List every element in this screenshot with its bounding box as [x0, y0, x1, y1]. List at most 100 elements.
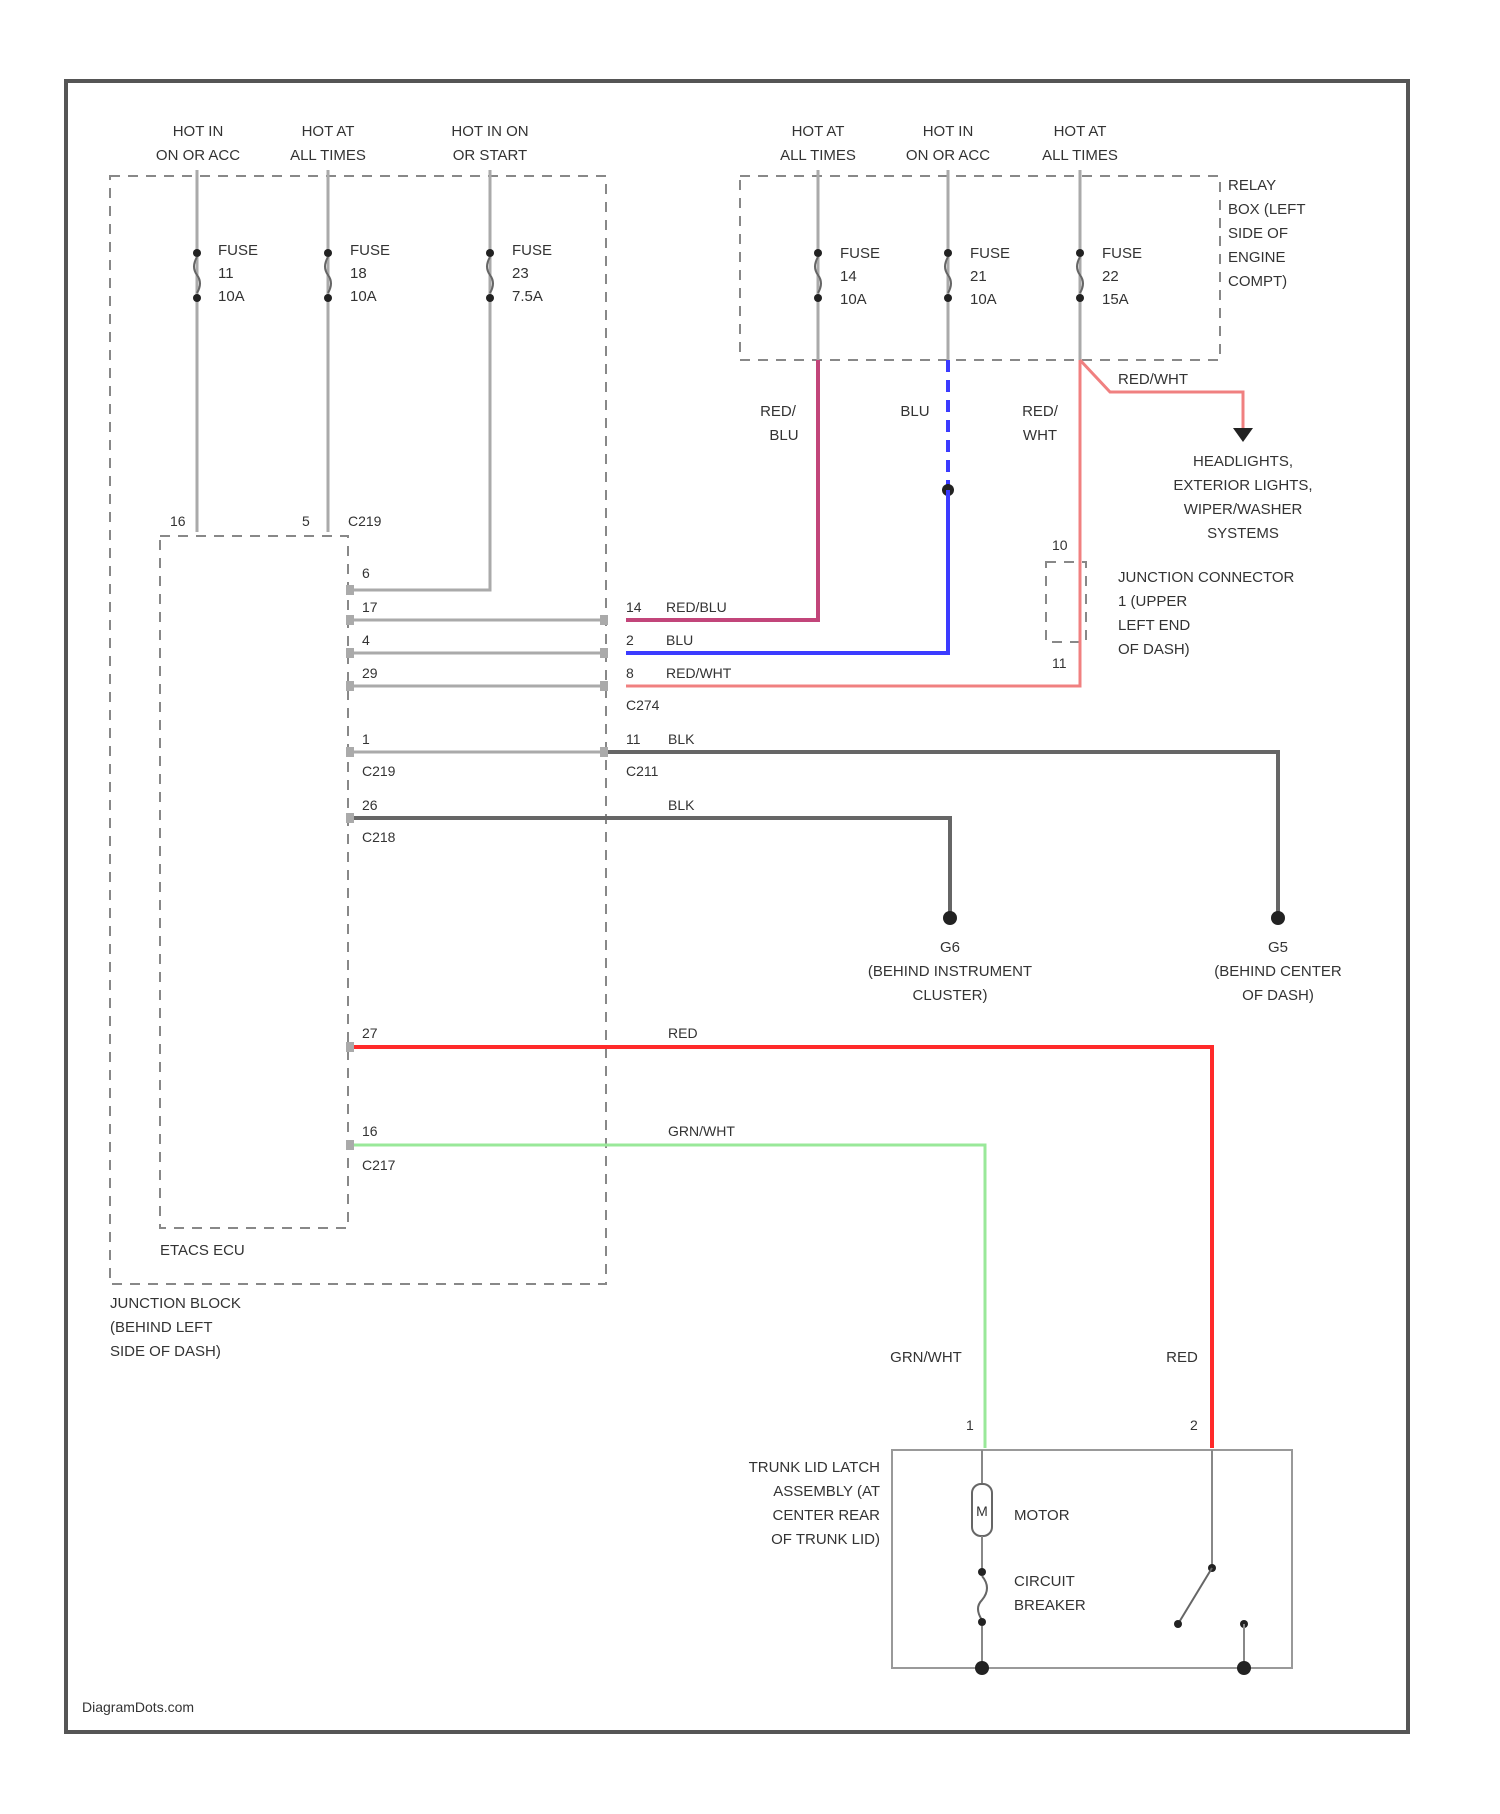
jb-connector-c211: C211 [626, 763, 659, 779]
wire-red-wht [626, 360, 1080, 686]
watermark: DiagramDots.com [82, 1699, 194, 1715]
svg-text:OR START: OR START [453, 147, 527, 164]
trunk-node-2 [1237, 1661, 1251, 1675]
ecu-pin-29: 29 [362, 665, 378, 681]
fuse-22-label: FUSE 22 15A [1102, 245, 1142, 308]
label-red-v: RED [1166, 1349, 1198, 1366]
svg-text:14: 14 [840, 268, 857, 285]
svg-text:SYSTEMS: SYSTEMS [1207, 525, 1279, 542]
fuse-11-icon [193, 249, 201, 302]
svg-text:HEADLIGHTS,: HEADLIGHTS, [1193, 453, 1293, 470]
svg-text:10A: 10A [970, 291, 997, 308]
svg-text:22: 22 [1102, 268, 1119, 285]
svg-text:FUSE: FUSE [970, 245, 1010, 262]
svg-text:ON OR ACC: ON OR ACC [906, 147, 990, 164]
headlights-label: HEADLIGHTS, EXTERIOR LIGHTS, WIPER/WASHE… [1173, 453, 1312, 542]
supply-left-3: HOT IN ON OR START [451, 123, 528, 164]
svg-text:WHT: WHT [1023, 427, 1057, 444]
etacs-ecu-box [160, 536, 348, 1228]
arrow-headlights-icon [1233, 428, 1253, 442]
junction-block-label: JUNCTION BLOCK (BEHIND LEFT SIDE OF DASH… [110, 1295, 241, 1360]
svg-text:10A: 10A [218, 288, 245, 305]
svg-text:BOX (LEFT: BOX (LEFT [1228, 201, 1306, 218]
jb-connector-c274: C274 [626, 697, 660, 713]
junction-block-box [110, 176, 606, 1284]
label-blk-2: BLK [668, 797, 695, 813]
label-red-wht-vertical: RED/ WHT [1022, 403, 1059, 444]
svg-text:G6: G6 [940, 939, 960, 956]
motor-symbol: M [976, 1503, 988, 1519]
ecu-connector-c219: C219 [362, 763, 396, 779]
svg-text:BREAKER: BREAKER [1014, 1597, 1086, 1614]
svg-text:FUSE: FUSE [840, 245, 880, 262]
label-red-wht-h: RED/WHT [666, 665, 732, 681]
ecu-pin-27: 27 [362, 1025, 378, 1041]
svg-text:15A: 15A [1102, 291, 1129, 308]
supply-right-3: HOT AT ALL TIMES [1042, 123, 1118, 164]
fuse-21-icon [944, 249, 952, 302]
ground-g5: G5 (BEHIND CENTER OF DASH) [1214, 911, 1342, 1004]
svg-text:OF DASH): OF DASH) [1118, 641, 1190, 658]
svg-text:18: 18 [350, 265, 367, 282]
etacs-ecu-label: ETACS ECU [160, 1242, 245, 1259]
trunk-latch-label: TRUNK LID LATCH ASSEMBLY (AT CENTER REAR… [749, 1459, 881, 1548]
svg-text:HOT IN ON: HOT IN ON [451, 123, 528, 140]
svg-text:ALL TIMES: ALL TIMES [290, 147, 366, 164]
svg-text:ENGINE: ENGINE [1228, 249, 1286, 266]
wire-blu [626, 490, 948, 653]
ecu-pin-6: 6 [362, 565, 370, 581]
svg-text:HOT IN: HOT IN [923, 123, 974, 140]
svg-text:ASSEMBLY (AT: ASSEMBLY (AT [773, 1483, 880, 1500]
svg-text:OF TRUNK LID): OF TRUNK LID) [771, 1531, 880, 1548]
svg-text:(BEHIND LEFT: (BEHIND LEFT [110, 1319, 213, 1336]
svg-text:BLU: BLU [769, 427, 798, 444]
diagram-frame [66, 81, 1408, 1732]
motor-label: MOTOR [1014, 1507, 1070, 1524]
jb-pin-8: 8 [626, 665, 634, 681]
label-red-blu-vertical: RED/ BLU [760, 403, 799, 444]
svg-text:FUSE: FUSE [512, 242, 552, 259]
label-red-h: RED [668, 1025, 698, 1041]
circuit-breaker-label: CIRCUIT BREAKER [1014, 1573, 1086, 1614]
label-blu-h: BLU [666, 632, 693, 648]
trunk-pin-1: 1 [966, 1417, 974, 1433]
supply-right-1: HOT AT ALL TIMES [780, 123, 856, 164]
svg-text:LEFT END: LEFT END [1118, 617, 1190, 634]
svg-text:TRUNK LID LATCH: TRUNK LID LATCH [749, 1459, 880, 1476]
svg-text:CIRCUIT: CIRCUIT [1014, 1573, 1075, 1590]
svg-text:ON OR ACC: ON OR ACC [156, 147, 240, 164]
fuse-11-label: FUSE 11 10A [218, 242, 258, 305]
svg-text:FUSE: FUSE [1102, 245, 1142, 262]
wire-red [352, 1047, 1212, 1448]
svg-text:10A: 10A [840, 291, 867, 308]
wire-blk-g5 [606, 752, 1278, 918]
ground-g6-icon [943, 911, 957, 925]
svg-text:JUNCTION CONNECTOR: JUNCTION CONNECTOR [1118, 569, 1295, 586]
svg-text:FUSE: FUSE [218, 242, 258, 259]
ecu-pin-1: 1 [362, 731, 370, 747]
label-grn-wht-v: GRN/WHT [890, 1349, 962, 1366]
svg-text:EXTERIOR LIGHTS,: EXTERIOR LIGHTS, [1173, 477, 1312, 494]
svg-text:RED/: RED/ [760, 403, 797, 420]
ecu-pin-16-top: 16 [170, 513, 186, 529]
label-red-blu-h: RED/BLU [666, 599, 727, 615]
ground-g5-icon [1271, 911, 1285, 925]
label-red-wht-top: RED/WHT [1118, 371, 1188, 388]
svg-text:RED/: RED/ [1022, 403, 1059, 420]
label-blu-vertical: BLU [900, 403, 929, 420]
trunk-latch-box [892, 1450, 1292, 1668]
svg-text:OF DASH): OF DASH) [1242, 987, 1314, 1004]
jc-pin-10: 10 [1052, 537, 1068, 553]
svg-text:CLUSTER): CLUSTER) [912, 987, 987, 1004]
label-grn-wht-h: GRN/WHT [668, 1123, 735, 1139]
svg-text:7.5A: 7.5A [512, 288, 543, 305]
ecu-pin-16: 16 [362, 1123, 378, 1139]
supply-left-2: HOT AT ALL TIMES [290, 123, 366, 164]
svg-text:21: 21 [970, 268, 987, 285]
wire-grn-wht [352, 1145, 985, 1448]
latch-switch-icon [1174, 1564, 1248, 1628]
svg-text:(BEHIND INSTRUMENT: (BEHIND INSTRUMENT [868, 963, 1032, 980]
fuse-14-icon [814, 249, 822, 302]
fuse-14-label: FUSE 14 10A [840, 245, 880, 308]
